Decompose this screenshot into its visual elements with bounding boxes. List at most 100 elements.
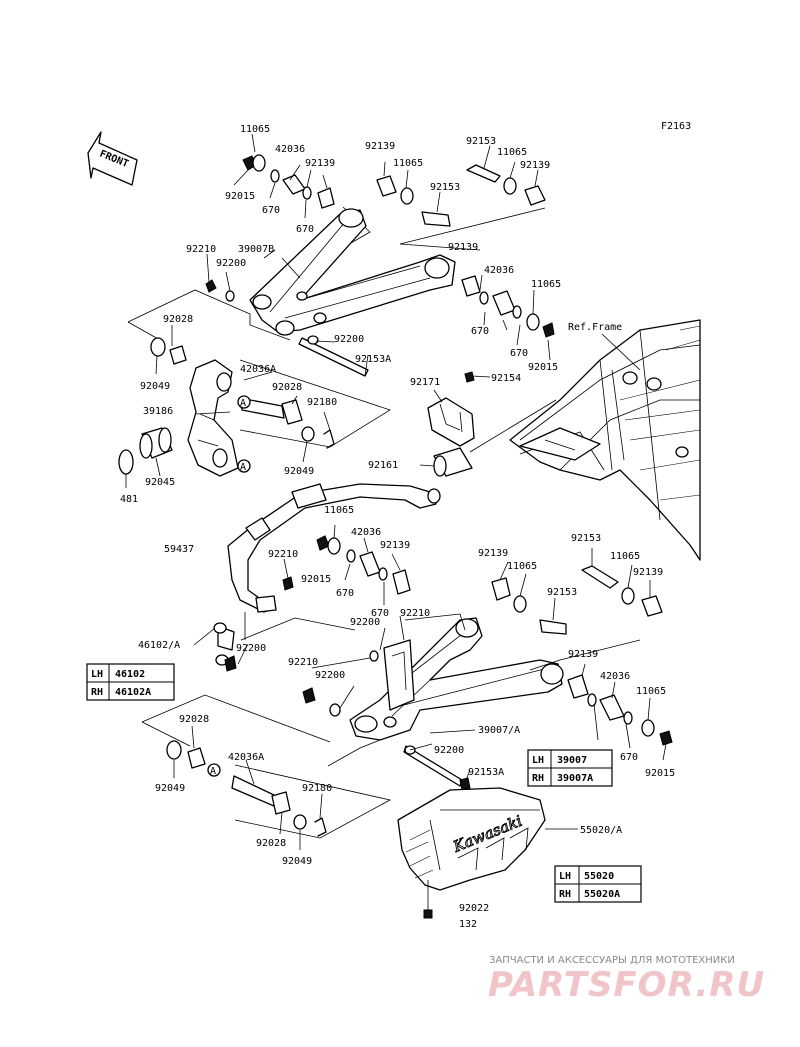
label-39186: 39186 — [143, 406, 173, 417]
label-481: 481 — [120, 494, 138, 505]
table-side-lh: LH — [532, 755, 544, 766]
label-92154: 92154 — [491, 373, 521, 384]
table-lower-arm: LH 39007 RH 39007A — [527, 749, 613, 787]
upper-arm-group — [127, 133, 555, 377]
label-92028: 92028 — [179, 714, 209, 725]
table-part-lh: 46102 — [115, 669, 145, 680]
figure-code: F2163 — [661, 121, 691, 132]
watermark: ЗАПЧАСТИ И АКСЕССУАРЫ ДЛЯ МОТОТЕХНИКИ PA… — [488, 955, 765, 1005]
label-92153: 92153 — [571, 533, 601, 544]
table-side-lh: LH — [559, 871, 571, 882]
label-11065: 11065 — [240, 124, 270, 135]
lower-arm-group — [141, 524, 673, 791]
label-92153: 92153 — [547, 587, 577, 598]
arm-guard-55020 — [397, 787, 546, 891]
label-92139: 92139 — [568, 649, 598, 660]
table-part-rh: 46102A — [115, 687, 151, 698]
table-part-lh: 55020 — [584, 871, 614, 882]
label-92139: 92139 — [365, 141, 395, 152]
label-42036: 42036 — [351, 527, 381, 538]
label-92049: 92049 — [155, 783, 185, 794]
label-92210: 92210 — [288, 657, 318, 668]
label-132: 132 — [459, 919, 477, 930]
label-42036: 42036 — [484, 265, 514, 276]
table-side-rh: RH — [532, 773, 544, 784]
label-92028: 92028 — [163, 314, 193, 325]
label-670: 670 — [262, 205, 280, 216]
knuckle-group: A A — [118, 321, 391, 488]
label-92028: 92028 — [272, 382, 302, 393]
label-92200: 92200 — [350, 617, 380, 628]
stabilizer-holder-92171 — [427, 397, 475, 447]
label-42036a: 42036A — [240, 364, 276, 375]
label-92200: 92200 — [315, 670, 345, 681]
label-92180: 92180 — [307, 397, 337, 408]
label-92210: 92210 — [268, 549, 298, 560]
label-11065: 11065 — [497, 147, 527, 158]
label-670: 670 — [296, 224, 314, 235]
label-59437: 59437 — [164, 544, 194, 555]
label-39007a: 39007/A — [478, 725, 520, 736]
table-side-rh: RH — [91, 687, 103, 698]
watermark-brand: PARTSFOR.RU — [488, 965, 765, 1005]
label-92153a: 92153A — [355, 354, 391, 365]
front-arrow-icon: FRONT — [87, 131, 138, 186]
frame-group — [419, 319, 701, 561]
label-670: 670 — [620, 752, 638, 763]
table-side-rh: RH — [559, 889, 571, 900]
circle-marker-a3: A — [210, 766, 216, 777]
label-92200: 92200 — [216, 258, 246, 269]
label-92015: 92015 — [225, 191, 255, 202]
label-11065: 11065 — [393, 158, 423, 169]
circle-marker-a1: A — [240, 398, 246, 409]
label-92153a: 92153A — [468, 767, 504, 778]
table-side-lh: LH — [91, 669, 103, 680]
label-92153: 92153 — [430, 182, 460, 193]
label-92161: 92161 — [368, 460, 398, 471]
label-92139: 92139 — [448, 242, 478, 253]
label-55020a: 55020/A — [580, 825, 622, 836]
part-labels: 11065 42036 92139 92015 670 670 92139 11… — [120, 124, 675, 930]
table-arm-guard: LH 55020 RH 55020A — [554, 865, 642, 903]
label-92028: 92028 — [256, 838, 286, 849]
label-92139: 92139 — [380, 540, 410, 551]
label-92210: 92210 — [400, 608, 430, 619]
label-42036: 42036 — [600, 671, 630, 682]
label-46102a: 46102/A — [138, 640, 180, 651]
label-92153: 92153 — [466, 136, 496, 147]
label-92049: 92049 — [284, 466, 314, 477]
label-11065: 11065 — [610, 551, 640, 562]
arm-guard-group: Kawasaki — [397, 787, 578, 919]
label-92015: 92015 — [301, 574, 331, 585]
label-92210: 92210 — [186, 244, 216, 255]
label-42036a: 42036A — [228, 752, 264, 763]
label-92045: 92045 — [145, 477, 175, 488]
label-92022: 92022 — [459, 903, 489, 914]
label-92139: 92139 — [478, 548, 508, 559]
table-part-rh: 55020A — [584, 889, 620, 900]
label-92049: 92049 — [282, 856, 312, 867]
label-92200: 92200 — [434, 745, 464, 756]
label-39007b: 39007B — [238, 244, 274, 255]
table-stabilizer-link: LH 46102 RH 46102A — [86, 663, 175, 701]
ref-frame-label: Ref.Frame — [568, 322, 622, 333]
label-92139: 92139 — [633, 567, 663, 578]
label-92200: 92200 — [236, 643, 266, 654]
label-11065: 11065 — [531, 279, 561, 290]
label-11065: 11065 — [324, 505, 354, 516]
table-part-rh: 39007A — [557, 773, 593, 784]
label-92139: 92139 — [305, 158, 335, 169]
label-11065: 11065 — [507, 561, 537, 572]
watermark-caption: ЗАПЧАСТИ И АКСЕССУАРЫ ДЛЯ МОТОТЕХНИКИ — [489, 955, 735, 966]
label-92171: 92171 — [410, 377, 440, 388]
label-92049: 92049 — [140, 381, 170, 392]
label-42036: 42036 — [275, 144, 305, 155]
label-670: 670 — [471, 326, 489, 337]
label-92200: 92200 — [334, 334, 364, 345]
lower-pin-group: A — [141, 721, 392, 850]
label-670: 670 — [510, 348, 528, 359]
label-92015: 92015 — [645, 768, 675, 779]
label-11065: 11065 — [636, 686, 666, 697]
